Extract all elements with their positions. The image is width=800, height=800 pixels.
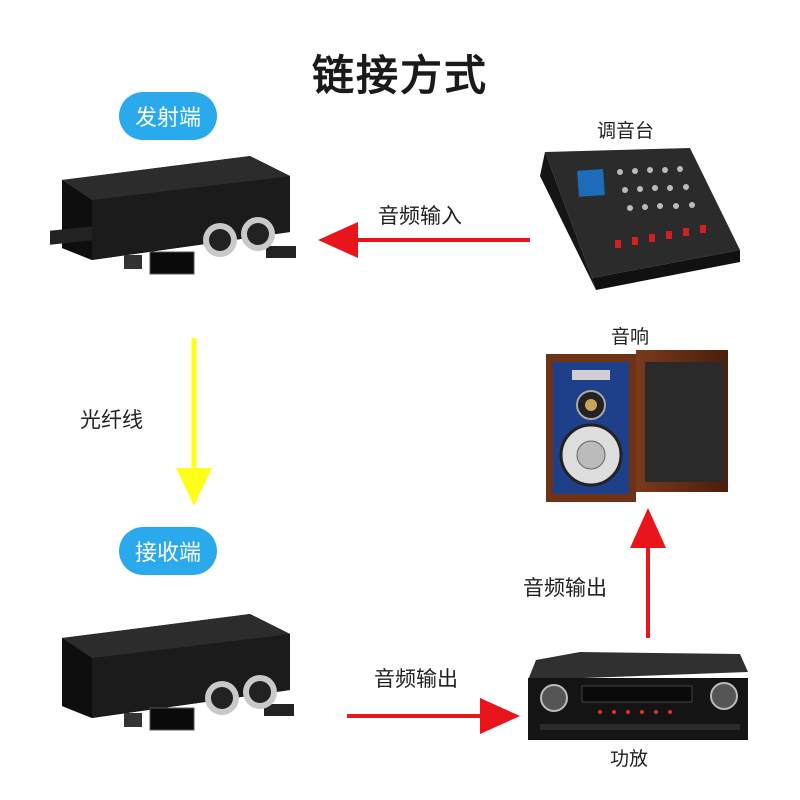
audio-out-speaker-arrow [630,508,666,638]
transmitter-device [50,156,296,274]
audio-out-amp-arrow [347,698,520,734]
audio-in-arrow [318,222,530,258]
amplifier-device [528,652,748,740]
mixer-device [540,148,740,290]
fiber-arrow [176,338,212,506]
receiver-device [62,614,294,730]
speaker-device [546,350,728,502]
